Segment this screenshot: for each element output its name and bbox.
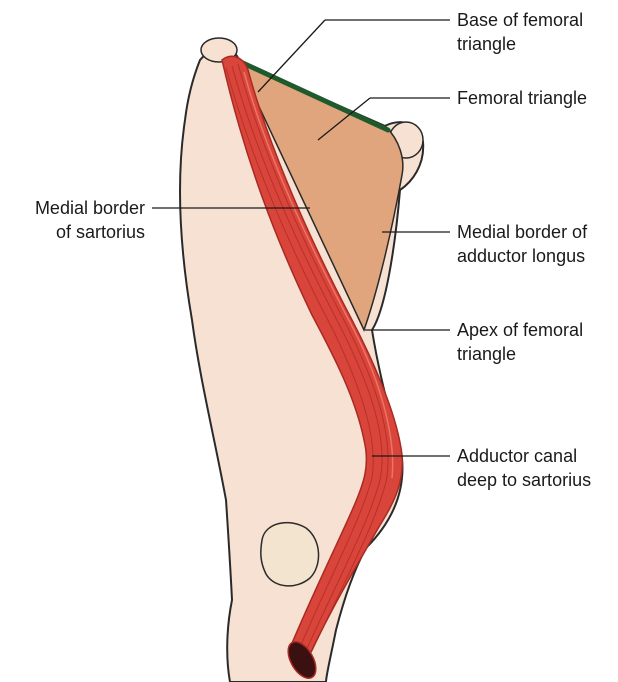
label-medial-adductor-1: Medial border of [457,222,588,242]
label-medial-sartorius-1: Medial border [35,198,145,218]
leader-base [258,20,325,92]
label-apex-2: triangle [457,344,516,364]
label-canal-1: Adductor canal [457,446,577,466]
label-base-1: Base of femoral [457,10,583,30]
label-apex-1: Apex of femoral [457,320,583,340]
label-medial-adductor-2: adductor longus [457,246,585,266]
label-canal-2: deep to sartorius [457,470,591,490]
label-medial-sartorius-2: of sartorius [56,222,145,242]
patella [261,523,319,586]
label-base-2: triangle [457,34,516,54]
label-femoral-triangle: Femoral triangle [457,88,587,108]
